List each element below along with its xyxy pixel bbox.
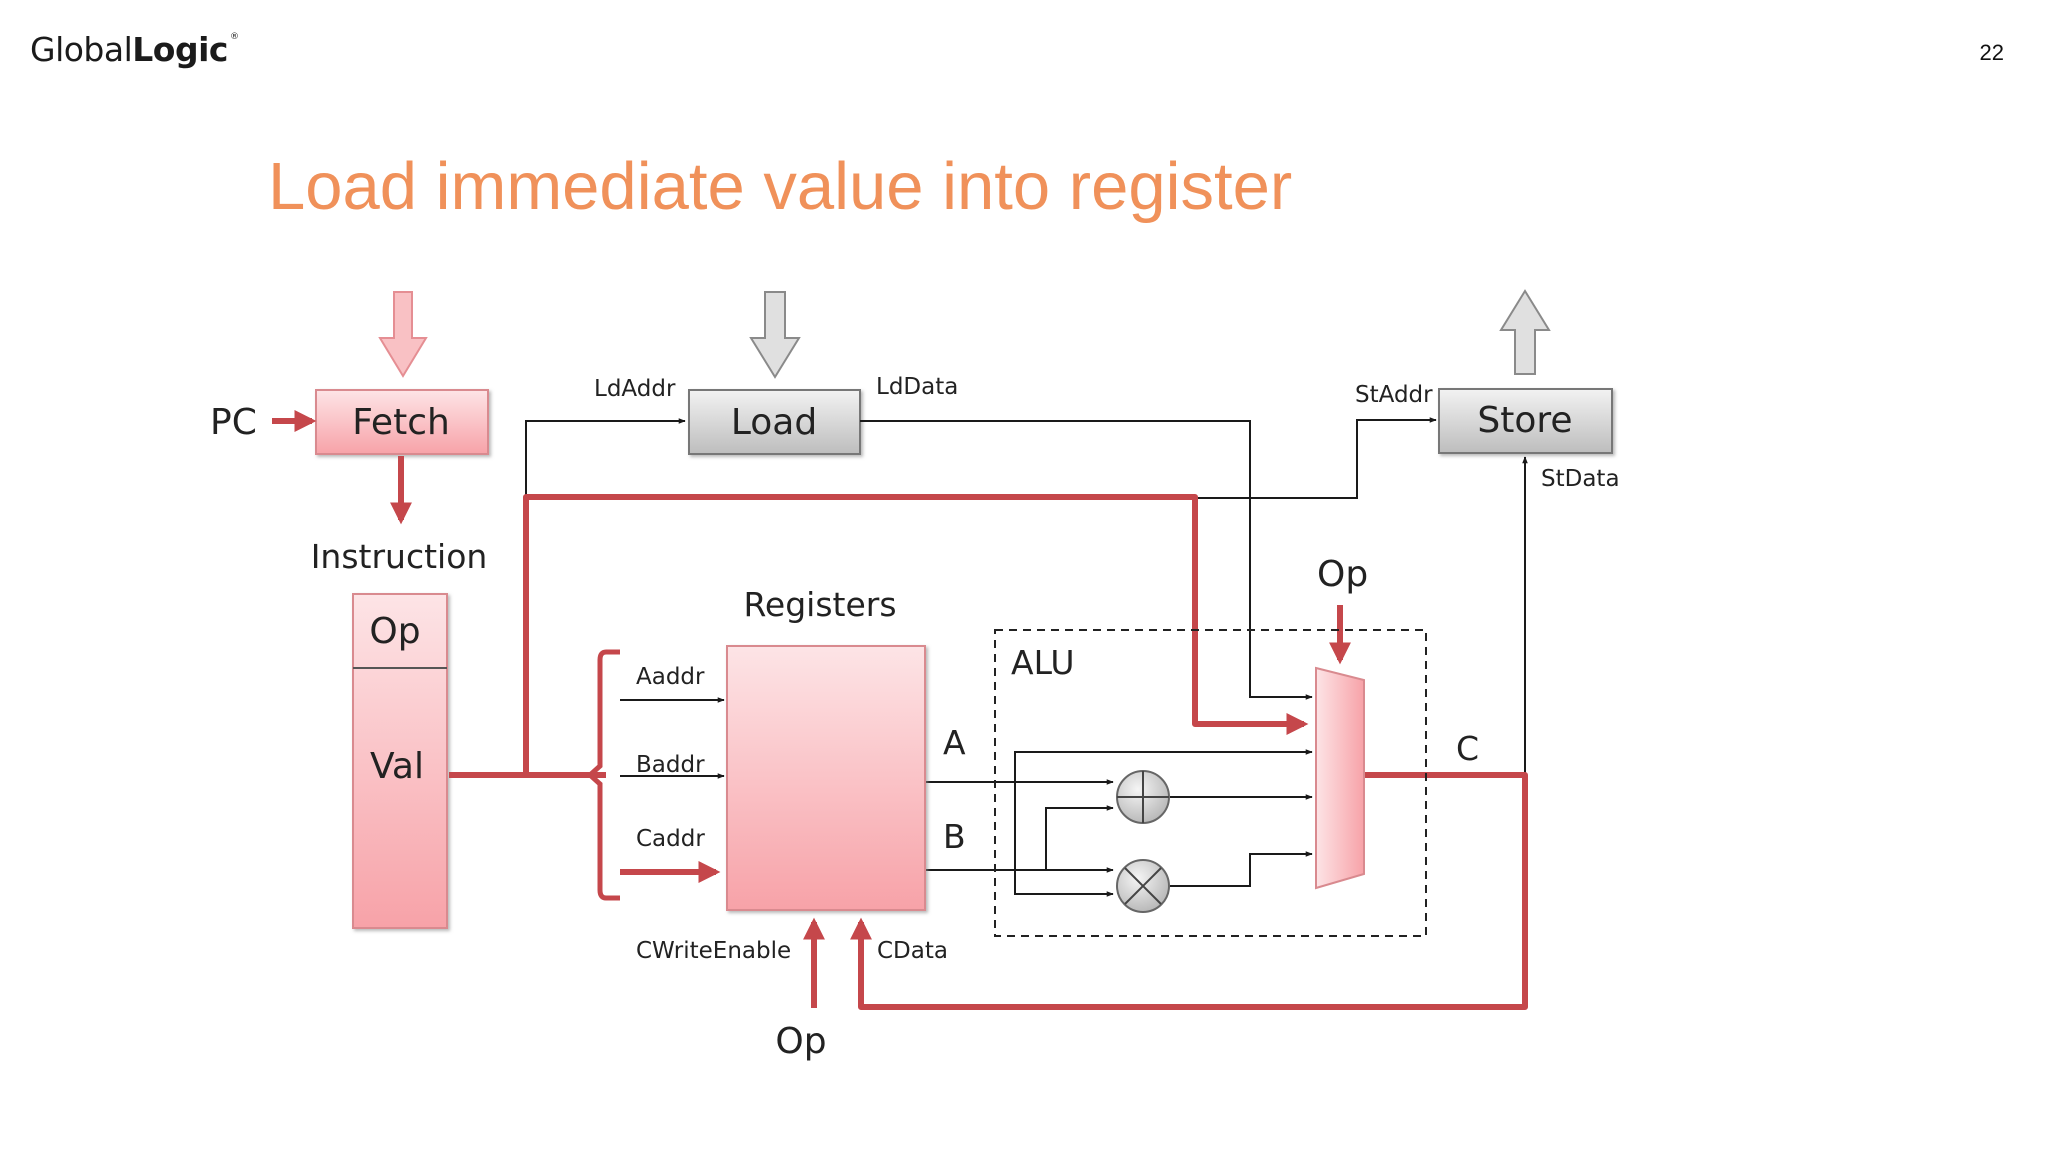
instruction-register: Op Val — [352, 593, 448, 929]
caddr-label: Caddr — [636, 826, 705, 852]
instruction-op-field: Op — [369, 611, 420, 652]
slide-title: Load immediate value into register — [268, 149, 1293, 224]
cdata-label: CData — [877, 938, 948, 964]
lddata-label: LdData — [876, 374, 958, 400]
output-b-label: B — [943, 817, 966, 856]
store-block-label: Store — [1477, 400, 1572, 441]
load-block-label: Load — [731, 402, 817, 443]
store-block: Store — [1438, 388, 1613, 454]
alu-label: ALU — [1011, 643, 1074, 682]
load-block: Load — [688, 389, 861, 455]
baddr-label: Baddr — [636, 752, 705, 778]
fetch-block: Fetch — [315, 389, 489, 455]
alu-op-label: Op — [1317, 554, 1368, 595]
black-wires — [525, 417, 1528, 897]
logo-registered-mark: ® — [229, 32, 239, 42]
load-input-arrow — [749, 291, 801, 379]
fetch-block-label: Fetch — [352, 402, 450, 443]
output-c-label: C — [1456, 729, 1479, 768]
instruction-label: Instruction — [311, 537, 488, 576]
instruction-val-field: Val — [370, 746, 424, 787]
store-output-arrow — [1499, 289, 1551, 375]
registers-label: Registers — [743, 585, 896, 624]
highlighted-path — [449, 494, 1528, 1010]
multiplier-icon — [1116, 859, 1170, 913]
logo-light-text: Global — [30, 30, 133, 69]
bottom-op-label: Op — [775, 1021, 826, 1062]
page-number: 22 — [1979, 40, 2004, 65]
adder-icon — [1116, 770, 1170, 824]
stdata-label: StData — [1541, 466, 1620, 492]
ldaddr-label: LdAddr — [594, 376, 676, 402]
registers-block — [726, 645, 926, 911]
aaddr-label: Aaddr — [636, 664, 705, 690]
globallogic-logo: GlobalLogic® — [30, 30, 239, 69]
pc-label: PC — [210, 402, 257, 443]
logo-bold-text: Logic — [132, 30, 228, 69]
fetch-input-arrow — [378, 291, 428, 378]
staddr-label: StAddr — [1355, 382, 1433, 408]
alu-multiplexer — [1315, 666, 1365, 890]
output-a-label: A — [943, 723, 966, 762]
address-brace — [586, 649, 620, 901]
cwriteenable-label: CWriteEnable — [636, 938, 791, 964]
alu-box — [994, 629, 1427, 937]
